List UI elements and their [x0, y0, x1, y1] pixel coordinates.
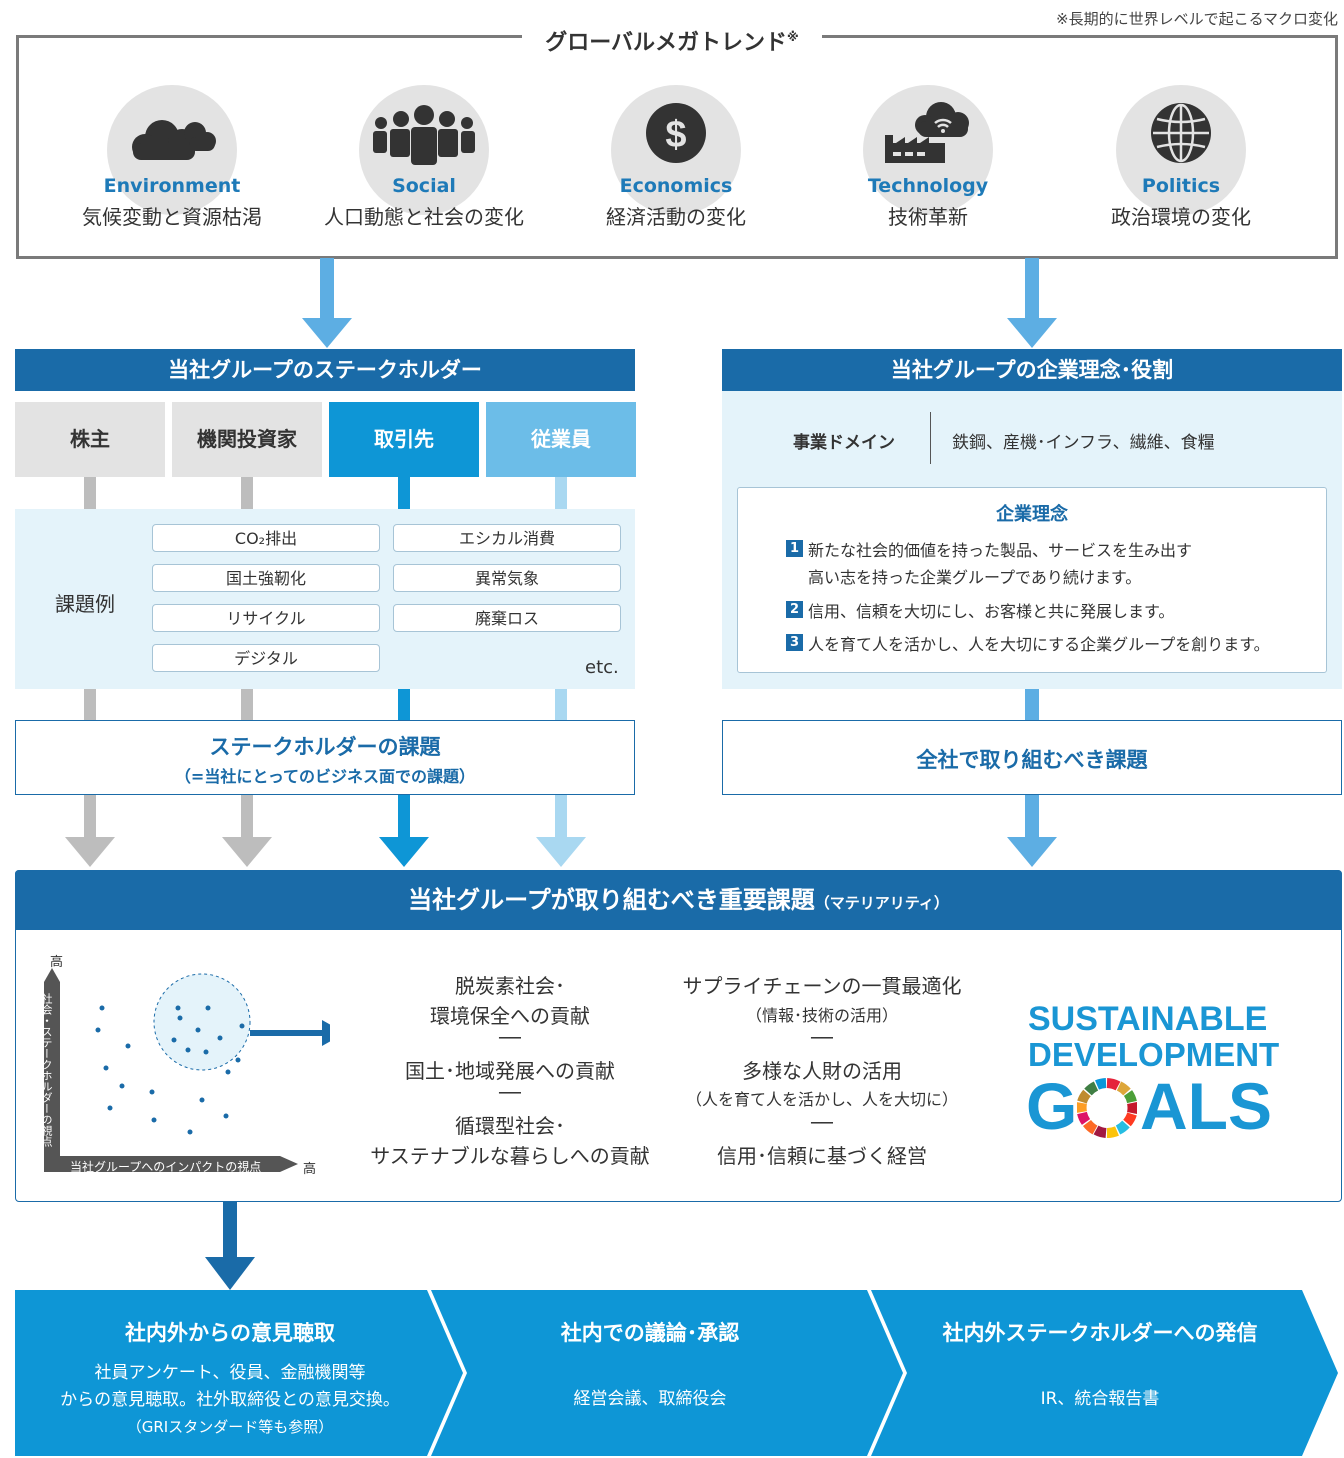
stakeholder-investors: 機関投資家: [172, 402, 322, 477]
stakeholder-partners: 取引先: [329, 402, 479, 477]
footnote: ※長期的に世界レベルで起こるマクロ変化: [1056, 10, 1338, 28]
trend-en-social: Social: [392, 175, 456, 197]
stakeholder-issues-title: ステークホルダーの課題: [209, 735, 441, 759]
process-step-1-title: 社内外からの意見聴取: [125, 1321, 335, 1345]
process-step-2-body: 経営会議、取締役会: [573, 1389, 727, 1409]
separator: ──: [811, 1113, 833, 1134]
principle-text: 信用、信頼を大切にし、お客様と共に発展します。: [808, 602, 1175, 621]
politics-circle: [1116, 85, 1246, 215]
principle-text: 人を育て人を活かし、人を大切にする企業グループを創ります。: [808, 635, 1270, 654]
philosophy-connector: [1025, 689, 1039, 720]
trend-en-technology: Technology: [867, 175, 989, 197]
line-employees-top: [555, 477, 567, 509]
y-axis-high: 高: [50, 955, 64, 970]
materiality-arrow: [205, 1202, 255, 1290]
svg-text:$: $: [665, 114, 686, 156]
cloud-icon: [132, 120, 216, 160]
issues-etc: etc.: [585, 657, 619, 678]
principle-text: 新たな社会的価値を持った製品、サービスを生み出す: [808, 541, 1193, 560]
sdgs-line2: DEVELOPMENT: [1028, 1036, 1280, 1073]
issue-chip: エシカル消費: [393, 524, 621, 552]
issue-chip: CO₂排出: [152, 524, 380, 552]
principle-number: 1: [786, 540, 803, 557]
y-axis-label: 社会・ステークホルダーの視点: [40, 993, 53, 1147]
line-shareholders-mid: [84, 689, 96, 720]
principle-number: 2: [786, 601, 803, 618]
philosophy-title: 企業理念: [996, 504, 1068, 525]
sdgs-line3-g: G: [1026, 1069, 1078, 1143]
factory-wifi-icon: [885, 102, 969, 163]
company-issues-box: [722, 720, 1342, 795]
stakeholder-issues-sub: （=当社にとってのビジネス面での課題）: [174, 767, 476, 786]
domain-label: 事業ドメイン: [793, 433, 895, 453]
line-investors-top: [241, 477, 253, 509]
megatrend-arrows: [302, 258, 1057, 348]
stakeholders-header: 当社グループのステークホルダー: [15, 349, 635, 391]
trend-jp-politics: 政治環境の変化: [1111, 205, 1251, 229]
issue-chip: デジタル: [152, 644, 380, 672]
line-shareholders-top: [84, 477, 96, 509]
principle-number: 3: [786, 634, 803, 651]
process-step-3-title: 社内外ステークホルダーへの発信: [942, 1321, 1258, 1345]
issue-chip: 廃棄ロス: [393, 604, 621, 632]
materiality-item: 信用･信頼に基づく経営: [717, 1144, 927, 1168]
materiality-item: 国土･地域発展への貢献: [405, 1059, 615, 1083]
trend-jp-technology: 技術革新: [888, 205, 968, 229]
separator: ──: [499, 1083, 521, 1104]
issue-chip: 異常気象: [393, 564, 621, 592]
issue-chip: リサイクル: [152, 604, 380, 632]
materiality-header: 当社グループが取り組むべき重要課題（マテリアリティ）: [15, 870, 1342, 930]
materiality-matrix: [44, 968, 330, 1172]
principle-text: 高い志を持った企業グループであり続けます。: [808, 568, 1142, 587]
line-investors-mid: [241, 689, 253, 720]
people-icon: [373, 105, 475, 165]
issue-chip: 国土強靭化: [152, 564, 380, 592]
trend-en-environment: Environment: [103, 175, 241, 197]
trend-jp-environment: 気候変動と資源枯渇: [82, 205, 262, 229]
social-circle: [359, 85, 489, 215]
materiality-item: 循環型社会･: [455, 1114, 565, 1138]
trend-en-economics: Economics: [619, 175, 733, 197]
stakeholder-shareholders: 株主: [15, 402, 165, 477]
stakeholder-issues-box: [15, 720, 635, 795]
trend-jp-economics: 経済活動の変化: [606, 205, 746, 229]
materiality-item: サプライチェーンの一貫最適化: [682, 974, 962, 998]
process-chevrons: [15, 1290, 1338, 1456]
company-issues-title: 全社で取り組むべき課題: [916, 748, 1148, 772]
line-employees-mid: [555, 689, 567, 720]
process-step-3-body: IR、統合報告書: [1040, 1389, 1160, 1409]
materiality-item: サステナブルな暮らしへの貢献: [370, 1144, 650, 1168]
dollar-icon: $: [646, 103, 706, 163]
process-step-1-body: 社員アンケート、役員、金融機関等 からの意見聴取。社外取締役との意見交換。 （G…: [60, 1363, 400, 1436]
trend-en-politics: Politics: [1141, 175, 1221, 197]
materiality-item: 環境保全への貢献: [430, 1004, 590, 1028]
domain-value: 鉄鋼、産機･インフラ、繊維、食糧: [952, 433, 1215, 453]
economics-circle: $: [611, 85, 741, 215]
materiality-item: 脱炭素社会･: [455, 974, 565, 998]
x-axis-label: 当社グループへのインパクトの視点: [70, 1160, 262, 1174]
stakeholder-employees: 従業員: [486, 402, 636, 477]
materiality-item: 多様な人財の活用: [742, 1059, 902, 1083]
trend-jp-social: 人口動態と社会の変化: [324, 205, 524, 229]
technology-circle: [863, 85, 993, 215]
domain-divider: [930, 412, 931, 464]
megatrend-title: グローバルメガトレンド※: [522, 20, 822, 55]
materiality-item-sub: （人を育て人を活かし、人を大切に）: [685, 1090, 958, 1109]
materiality-item-sub: （情報･技術の活用）: [745, 1006, 898, 1025]
process-step-2-title: 社内での議論･承認: [560, 1321, 740, 1345]
stakeholder-arrows: [65, 795, 1057, 867]
separator: ──: [811, 1028, 833, 1049]
line-partners-top: [398, 477, 410, 509]
sdgs-line1: SUSTAINABLE: [1028, 1000, 1268, 1038]
environment-circle: [107, 85, 237, 215]
sdgs-line3-als: ALS: [1140, 1069, 1272, 1143]
globe-icon: [1151, 103, 1211, 163]
x-axis-high: 高: [303, 1162, 317, 1177]
philosophy-box: [737, 487, 1327, 673]
line-partners-mid: [398, 689, 410, 720]
issues-label: 課題例: [55, 592, 115, 616]
separator: ──: [499, 1028, 521, 1049]
philosophy-header: 当社グループの企業理念･役割: [722, 349, 1342, 391]
sdgs-wheel-icon: [1077, 1078, 1137, 1138]
